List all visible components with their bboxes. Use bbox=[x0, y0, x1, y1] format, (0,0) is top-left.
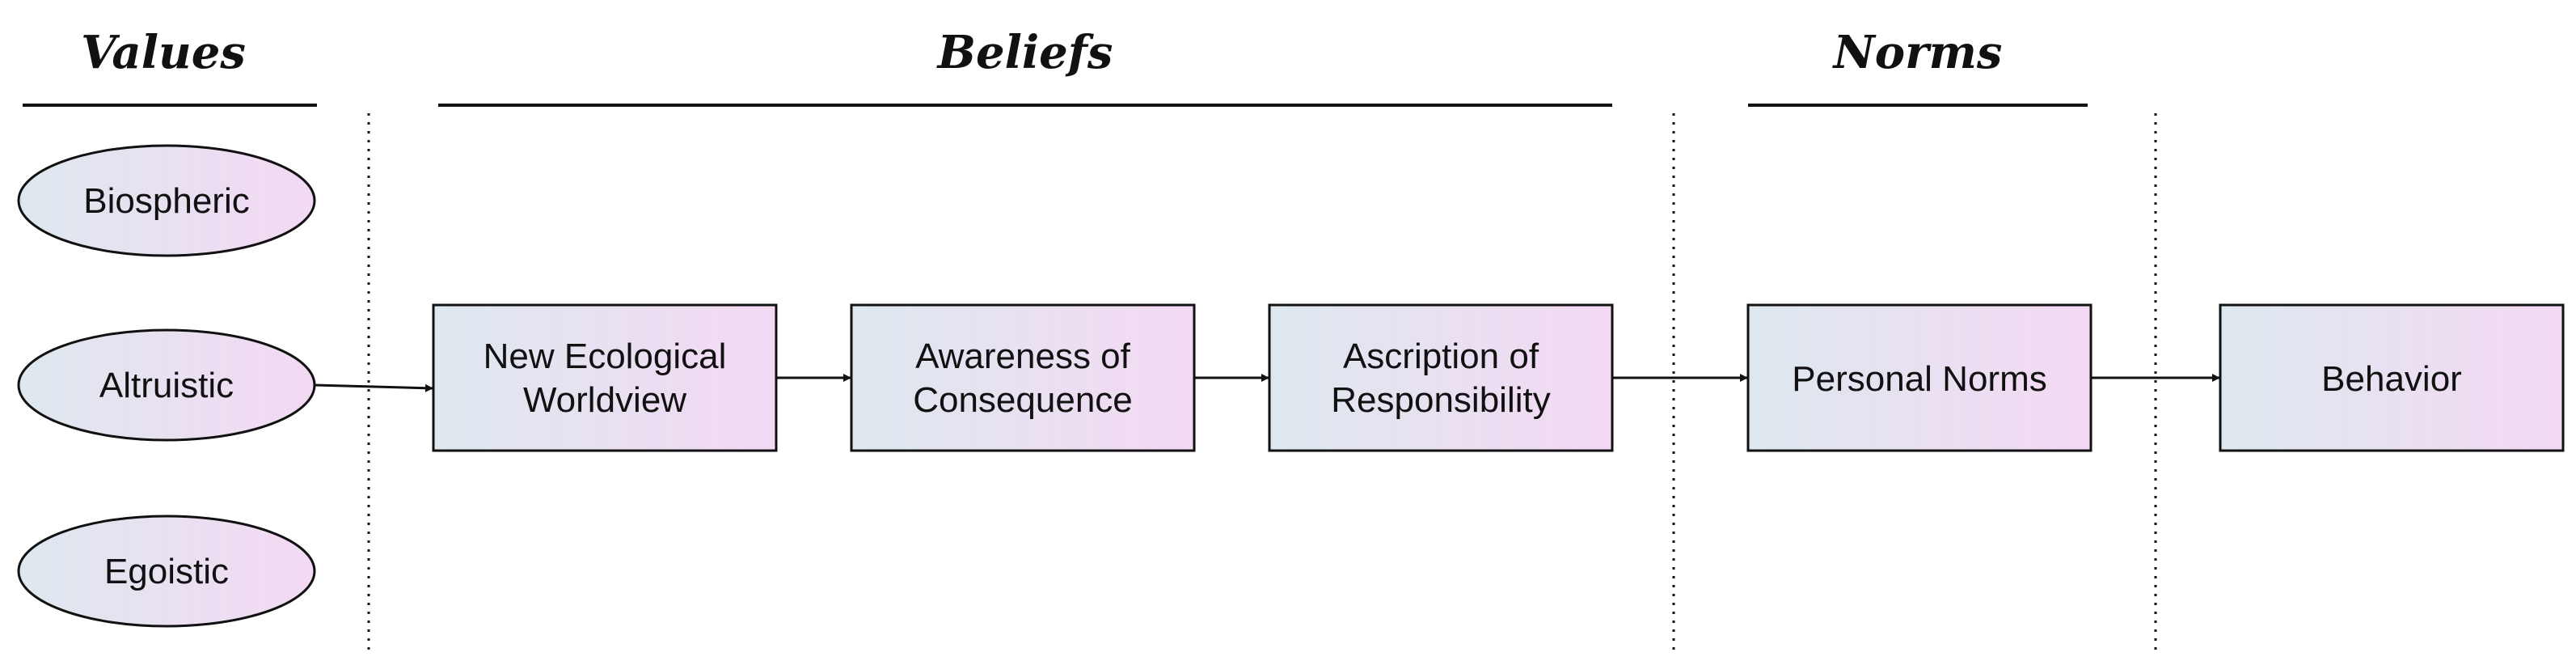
value-label: Egoistic bbox=[104, 552, 229, 591]
box-rect bbox=[2219, 303, 2565, 452]
box-label-line-2: Worldview bbox=[523, 380, 686, 420]
box-rect bbox=[850, 303, 1196, 452]
box-label-line-2: Responsibility bbox=[1331, 380, 1550, 420]
values-header: Values bbox=[81, 26, 246, 79]
box-rect bbox=[1746, 303, 2092, 452]
value-label: Biospheric bbox=[83, 181, 249, 221]
value-biospheric: Biospheric bbox=[17, 144, 316, 257]
value-ellipse bbox=[17, 144, 316, 257]
box-label: Behavior bbox=[2321, 359, 2462, 399]
box-awareness-of-consequence: Awareness of Consequence bbox=[850, 303, 1196, 452]
box-label: Personal Norms bbox=[1792, 359, 2046, 399]
box-new-ecological-worldview: New Ecological Worldview bbox=[432, 303, 778, 452]
box-label-line-2: Consequence bbox=[913, 380, 1133, 420]
beliefs-header: Beliefs bbox=[936, 26, 1113, 79]
box-rect bbox=[432, 303, 778, 452]
box-behavior: Behavior bbox=[2219, 303, 2565, 452]
box-ascription-of-responsibility: Ascription of Responsibility bbox=[1268, 303, 1614, 452]
box-label-line-1: New Ecological bbox=[484, 337, 727, 376]
box-label-line-1: Awareness of bbox=[915, 337, 1131, 376]
value-egoistic: Egoistic bbox=[17, 515, 316, 628]
value-altruistic: Altruistic bbox=[17, 328, 316, 442]
box-rect bbox=[1268, 303, 1614, 452]
value-label: Altruistic bbox=[99, 366, 234, 405]
value-ellipse bbox=[17, 515, 316, 628]
box-label-line-1: Ascription of bbox=[1343, 337, 1539, 376]
norms-header: Norms bbox=[1832, 26, 2003, 79]
arrow-values-to-worldview bbox=[314, 383, 434, 392]
box-personal-norms: Personal Norms bbox=[1746, 303, 2092, 452]
